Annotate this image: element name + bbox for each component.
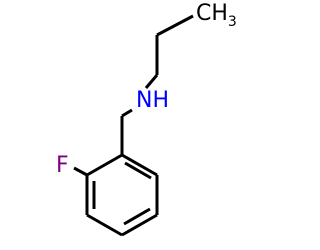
bond-ring-inner-1 [124,161,152,180]
fluorine-label: F [56,153,69,178]
bond-ring-inner-2 [123,207,151,226]
bond-ring-c1-c2 [121,153,158,177]
bond-ch2-n [144,74,159,89]
nh-label: NH [136,88,169,113]
bonds [73,14,194,237]
bond-n-ch2 [121,108,133,118]
bond-c-f [73,166,88,177]
ch3-label: CH3 [196,1,237,30]
bond-ring-c6-c1 [86,153,123,177]
molecule-structure: CH3 NH F [56,1,237,237]
bond-ch3-ch2 [156,14,194,37]
atom-labels: CH3 NH F [56,1,237,178]
bond-ring-c3-c4 [121,213,158,237]
bond-ring-c4-c5 [86,213,123,237]
